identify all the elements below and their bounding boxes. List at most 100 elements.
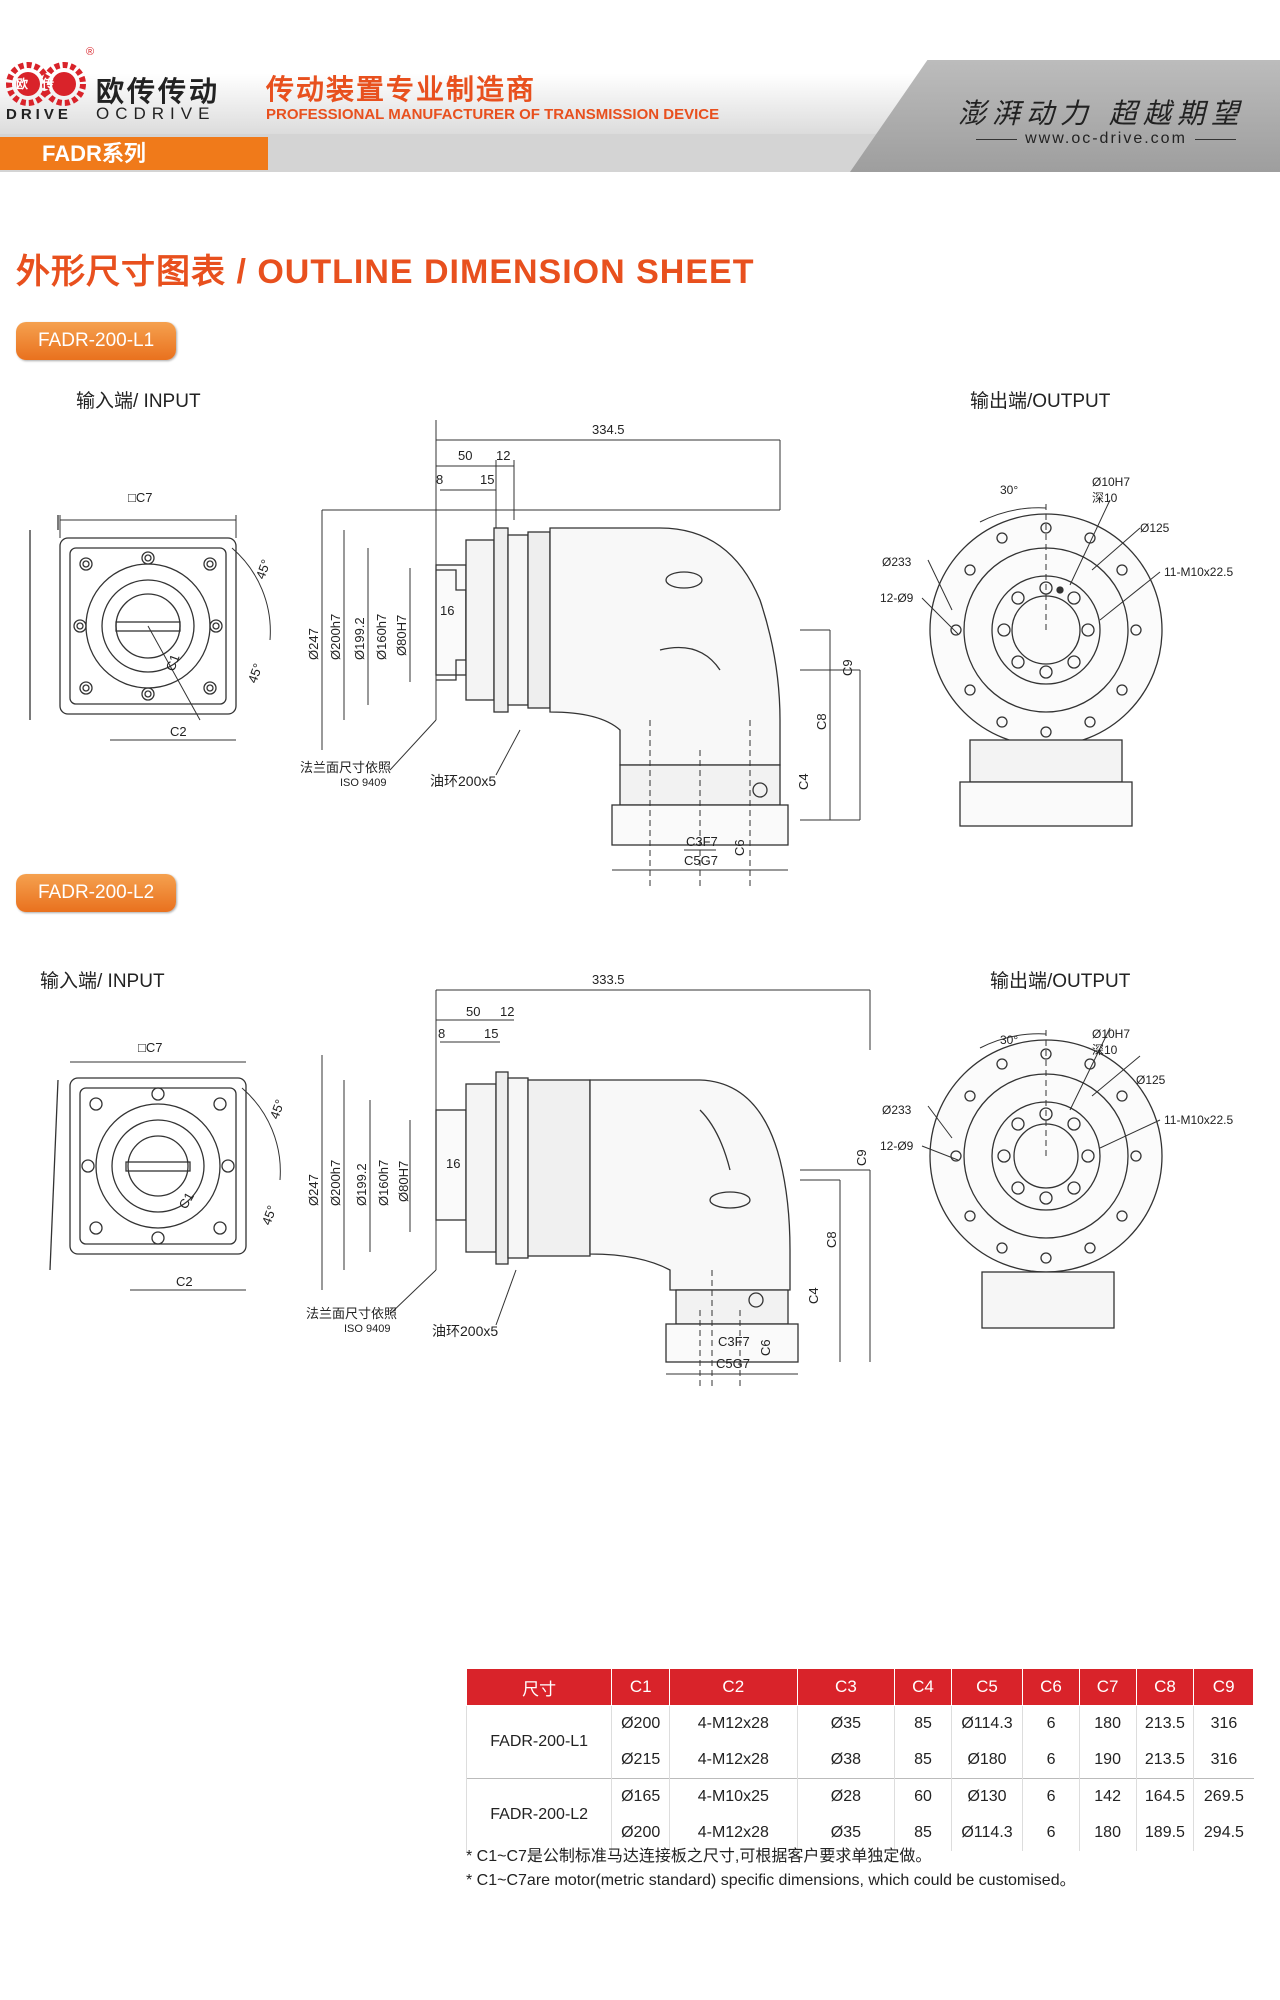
- table-row: Ø215 4-M12x28 Ø38 85 Ø180 6 190 213.5 31…: [467, 1742, 1254, 1779]
- input-label-l2: 输入端/ INPUT: [40, 971, 165, 992]
- table-cell: 6: [1022, 1778, 1080, 1815]
- output-dim-labels-l2: 30° Ø10H7 深10 Ø125 11-M10x22.5 Ø233 12-Ø…: [880, 1027, 1233, 1153]
- dim-c8-l1: C8: [814, 713, 829, 730]
- dim-d160-l1: Ø160h7: [374, 614, 389, 660]
- input-flange-view: [29, 515, 271, 741]
- table-model-cell: FADR-200-L1: [465, 1705, 612, 1779]
- dim-d200-l2: Ø200h7: [328, 1160, 343, 1206]
- dim-c2-l1: C2: [170, 724, 187, 739]
- dim-d10-l2: Ø10H7: [1092, 1027, 1130, 1041]
- dim-d200-l1: Ø200h7: [328, 614, 343, 660]
- table-header: C8: [1135, 1668, 1195, 1706]
- dim-16-l2: 16: [446, 1156, 460, 1171]
- dim-depth-l2: 深10: [1092, 1043, 1118, 1057]
- dim-c8-l2: C8: [824, 1231, 839, 1248]
- dim-c1-l2: C1: [176, 1190, 197, 1212]
- dim-c5-l1: C5G7: [684, 853, 718, 868]
- oil-ring-l2: 油环200x5: [432, 1323, 498, 1339]
- dim-m10-l2: 11-M10x22.5: [1164, 1113, 1233, 1127]
- dim-12-l2: 12: [500, 1004, 514, 1019]
- dim-8-l2: 8: [438, 1026, 445, 1041]
- dim-d80-l1: Ø80H7: [394, 615, 409, 656]
- dim-d233-l2: Ø233: [882, 1103, 912, 1117]
- table-header: C2: [669, 1668, 798, 1706]
- dim-d233-l1: Ø233: [882, 555, 912, 569]
- dim-d199-l1: Ø199.2: [352, 617, 367, 660]
- table-model-cell: FADR-200-L2: [465, 1778, 612, 1851]
- input-flange-view-l2: [49, 1061, 281, 1291]
- table-cell: Ø180: [950, 1742, 1023, 1779]
- website-line: www.oc-drive.com: [976, 130, 1236, 148]
- dim-45a-l2: 45°: [267, 1097, 288, 1121]
- flange-note-cn-l2: 法兰面尺寸依照: [306, 1306, 397, 1321]
- gear-logo-icon: [6, 62, 86, 106]
- dim-d10-l1: Ø10H7: [1092, 475, 1130, 489]
- table-cell: 213.5: [1135, 1705, 1194, 1742]
- dim-d199-l2: Ø199.2: [354, 1163, 369, 1206]
- flange-note-cn-l1: 法兰面尺寸依照: [300, 760, 391, 775]
- input-dim-labels-l2: □C7 C1 C2 45° 45°: [138, 1040, 288, 1289]
- dim-c4-l1: C4: [796, 773, 811, 790]
- dim-45b-l1: 45°: [245, 661, 266, 685]
- table-cell: Ø200: [611, 1705, 670, 1742]
- note-en: * C1~C7are motor(metric standard) specif…: [466, 1872, 1076, 1889]
- table-cell: Ø114.3: [950, 1705, 1023, 1742]
- dim-d247-l1: Ø247: [306, 628, 321, 660]
- dim-total-l2: 333.5: [592, 972, 625, 987]
- dim-8-l1: 8: [436, 472, 443, 487]
- table-cell: Ø200: [611, 1815, 670, 1851]
- table-cell: Ø28: [796, 1778, 895, 1815]
- table-cell: Ø165: [611, 1778, 670, 1815]
- dim-c9-l2: C9: [854, 1149, 869, 1166]
- model-tag-l1: FADR-200-L1: [16, 322, 177, 360]
- dim-total-l1: 334.5: [592, 422, 625, 437]
- section-title: 外形尺寸图表 / OUTLINE DIMENSION SHEET: [16, 253, 755, 291]
- drawing-l1: □C7 C1 C2 45° 45°: [29, 420, 1233, 890]
- table-header: 尺寸: [465, 1668, 613, 1706]
- dim-c2-l2: C2: [176, 1274, 193, 1289]
- table-cell: 4-M12x28: [669, 1815, 798, 1851]
- dim-12-l1: 12: [496, 448, 510, 463]
- table-cell: Ø35: [796, 1705, 895, 1742]
- dim-12d9-l1: 12-Ø9: [880, 591, 914, 605]
- table-cell: 269.5: [1193, 1778, 1254, 1815]
- table-cell: 60: [894, 1778, 952, 1815]
- table-cell: 6: [1022, 1815, 1080, 1851]
- table-header: C9: [1193, 1668, 1254, 1706]
- dim-c4-l2: C4: [806, 1287, 821, 1304]
- dim-c5-l2: C5G7: [716, 1356, 750, 1371]
- slogan: 澎湃动力 超越期望: [958, 97, 1245, 130]
- table-header: C5: [950, 1668, 1024, 1706]
- dim-c7-l2: □C7: [138, 1040, 162, 1055]
- dim-50-l1: 50: [458, 448, 472, 463]
- flange-note-en-l2: ISO 9409: [344, 1323, 390, 1335]
- table-cell: 6: [1022, 1705, 1080, 1742]
- table-row: FADR-200-L1 Ø200 4-M12x28 Ø35 85 Ø114.3 …: [465, 1705, 1254, 1779]
- dim-d160-l2: Ø160h7: [376, 1160, 391, 1206]
- table-cell: 190: [1078, 1742, 1137, 1779]
- table-header: C1: [611, 1668, 671, 1706]
- table-row: Ø200 4-M12x28 Ø35 85 Ø114.3 6 180 189.5 …: [467, 1815, 1254, 1851]
- model-tag-l2: FADR-200-L2: [16, 874, 177, 912]
- website-url: www.oc-drive.com: [1025, 130, 1187, 147]
- dim-c3-l2: C3F7: [718, 1334, 750, 1349]
- dim-d125-l1: Ø125: [1140, 521, 1170, 535]
- table-cell: Ø130: [950, 1778, 1023, 1815]
- table-cell: 4-M10x25: [669, 1778, 798, 1815]
- header-slogan-panel: [850, 60, 1280, 172]
- table-cell: Ø215: [611, 1742, 670, 1779]
- output-tapped-holes: [997, 581, 1095, 679]
- table-cell: 316: [1193, 1742, 1254, 1779]
- input-label-l1: 输入端/ INPUT: [76, 391, 201, 412]
- table-header: C7: [1078, 1668, 1137, 1706]
- dim-50-l2: 50: [466, 1004, 480, 1019]
- table-cell: Ø35: [796, 1815, 895, 1851]
- table-cell: 316: [1193, 1705, 1254, 1742]
- table-cell: 85: [894, 1815, 952, 1851]
- dim-12d9-l2: 12-Ø9: [880, 1139, 914, 1153]
- dim-15-l2: 15: [484, 1026, 498, 1041]
- brand-name-cn: 欧传传动: [96, 76, 221, 107]
- table-cell: 85: [894, 1742, 952, 1779]
- table-cell: 213.5: [1135, 1742, 1194, 1779]
- brand-name-en-right: OCDRIVE: [96, 104, 216, 123]
